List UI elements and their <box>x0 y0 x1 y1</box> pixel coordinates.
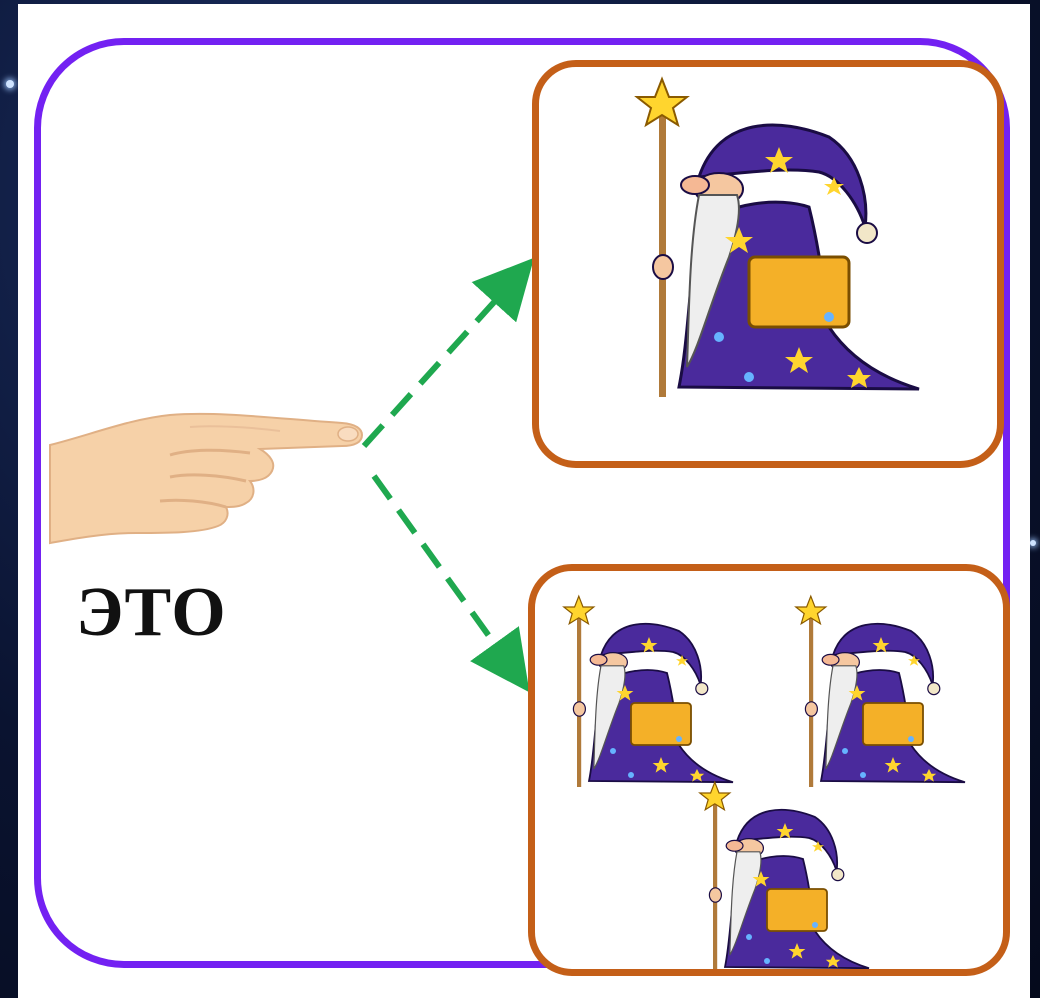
pointing-hand-icon <box>49 412 364 545</box>
many-wizards-card <box>528 564 1010 976</box>
wizard-icon <box>562 595 734 788</box>
wizard-icon <box>634 76 920 397</box>
single-wizard-card <box>532 60 1004 468</box>
sparkle-icon <box>1030 540 1036 546</box>
content-frame <box>34 38 1010 968</box>
sparkle-icon <box>6 80 14 88</box>
wizard-icon <box>794 595 966 788</box>
word-label: ЭТО <box>76 574 227 651</box>
dashed-arrow-icon <box>361 257 535 693</box>
wizard-icon <box>698 781 870 969</box>
